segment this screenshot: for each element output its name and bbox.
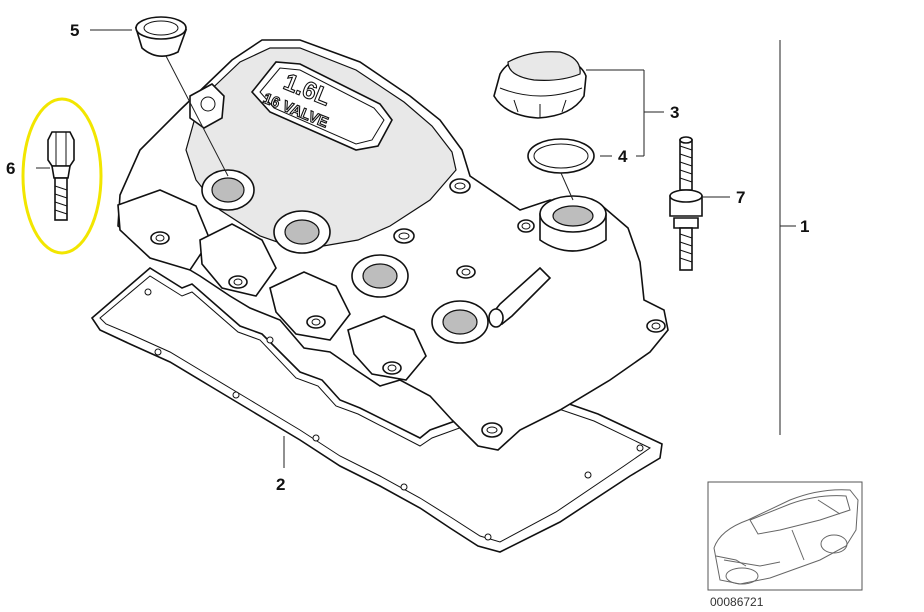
cover-mounting-bosses: [150, 178, 666, 438]
callout-5: 5: [70, 21, 79, 40]
callout-1: 1: [800, 217, 809, 236]
spark-plug-well-seal[interactable]: [134, 16, 188, 57]
oil-filler-cap-o-ring[interactable]: [527, 138, 595, 174]
diagram-code: 00086721: [710, 595, 764, 609]
breather-pipe: [488, 266, 552, 328]
oil-filler-neck: [539, 195, 607, 252]
hex-bolt[interactable]: [47, 131, 75, 221]
valve-cover-gasket[interactable]: [90, 267, 663, 553]
vehicle-thumbnail[interactable]: [707, 481, 863, 591]
callout-2: 2: [276, 475, 285, 494]
valve-cover[interactable]: 1.6L 16 VALVE: [117, 39, 669, 451]
plug-well-3: [351, 254, 409, 298]
stud-bolt[interactable]: [669, 136, 703, 271]
plug-well-1: [201, 169, 255, 211]
part-6-highlight: [21, 97, 103, 255]
leader-lines: [36, 29, 796, 468]
car-illustration: [713, 489, 859, 585]
callout-6: 6: [6, 159, 15, 178]
plug-well-2: [273, 210, 331, 254]
callout-4: 4: [618, 147, 628, 166]
oil-filler-cap[interactable]: [493, 51, 587, 119]
plug-well-4: [431, 300, 489, 344]
callout-3: 3: [670, 103, 679, 122]
callout-7: 7: [736, 188, 745, 207]
